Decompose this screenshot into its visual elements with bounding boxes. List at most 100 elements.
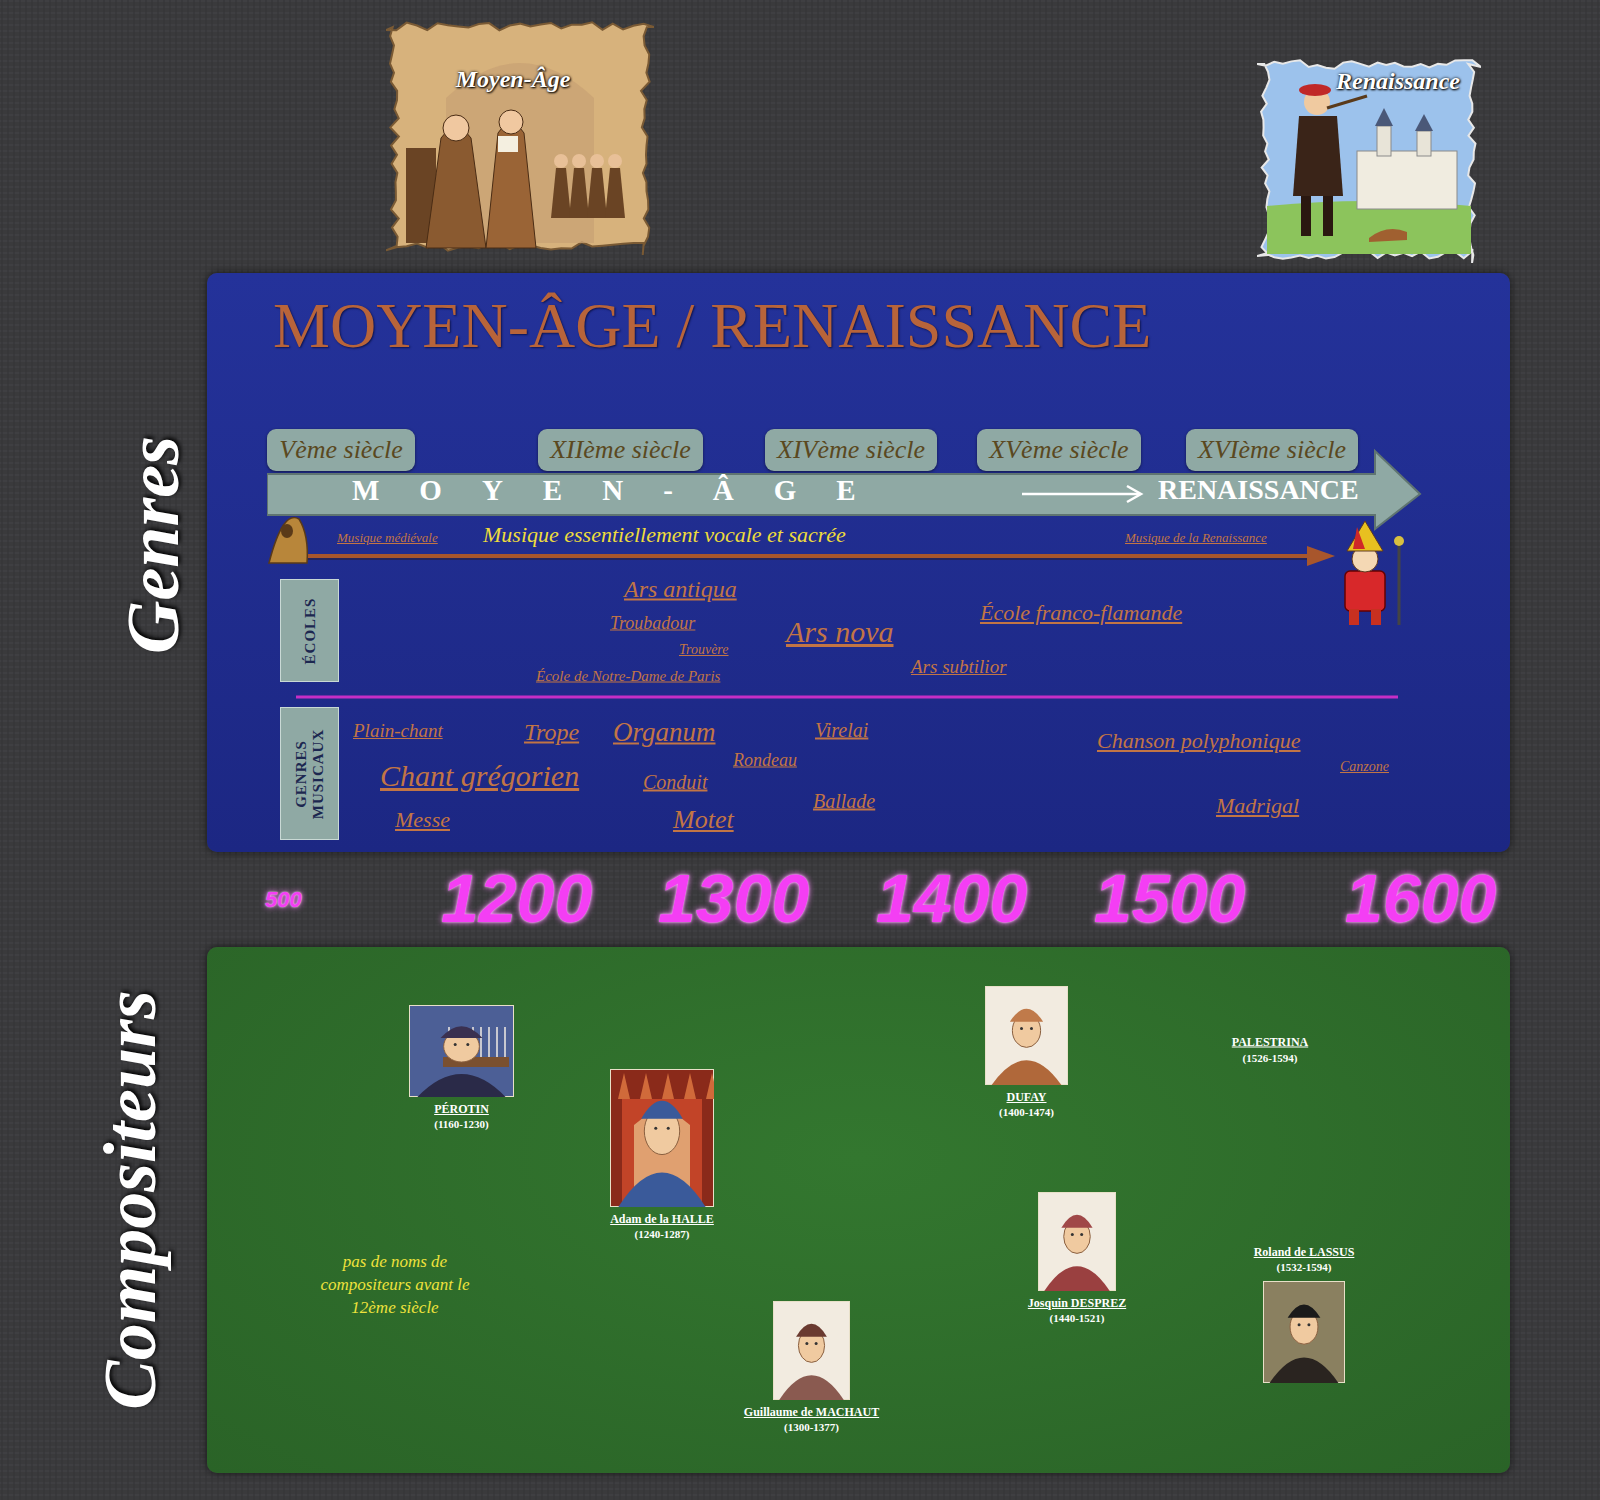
drawing-part [796,1324,827,1337]
drawing-part [1061,1215,1092,1228]
genre-name: Chant grégorien [380,759,579,793]
composer-portrait: PÉROTIN(1160-1230) [409,1005,514,1097]
drawing-part [569,168,589,218]
illustration-card: Moyen-Âge [386,18,654,255]
drawing-part [302,556,1312,560]
drawing-part [454,1043,457,1046]
drawing-part [662,1073,674,1099]
drawing-part [654,1127,657,1130]
school-name: Troubadour [610,613,695,634]
drawing-part [1270,1358,1339,1384]
drawing-part [267,451,1420,529]
composer-label: PALESTRINA [1232,1035,1308,1050]
genre-name: Ballade [813,790,875,813]
drawing-part [1298,1323,1301,1326]
drawing-part [480,1027,482,1057]
genre-name: Canzone [1340,759,1389,775]
drawing-part [1415,114,1433,131]
drawing-part [1263,1281,1345,1383]
drawing-part [1010,1009,1043,1022]
genre-name: Madrigal [1216,793,1299,819]
drawing-part [1377,126,1391,156]
period-title: Moyen-Âge [456,66,571,93]
century-label: Vème siècle [279,429,402,471]
year-marker: 500 [265,887,302,913]
portrait [773,1301,850,1400]
drawing-part [1257,60,1481,263]
composer-dates: (1300-1377) [784,1421,839,1433]
composer-dates: (1440-1521) [1050,1312,1105,1324]
drawing-part [386,22,654,255]
drawing-part [1398,543,1401,625]
school-name: Trouvère [679,642,729,658]
genre-name: Messe [395,807,450,833]
drawing-part [773,1301,850,1400]
drawing-part [1020,1027,1023,1030]
drawing-part [1394,536,1404,546]
drawing-part [640,1073,652,1099]
drawing-part [269,517,307,563]
era-label: MOYEN-ÂGE [352,474,896,507]
drawing-part [1022,493,1139,496]
illustration-card: Renaissance [1257,56,1481,263]
composer-dates: (1160-1230) [434,1118,488,1130]
drawing-part [667,1127,670,1130]
section-heading: Genres [111,436,196,654]
drawing-part [1288,1304,1321,1317]
portrait [985,986,1068,1085]
drawing-part [608,154,622,168]
portrait [610,1069,714,1207]
drawing-part [498,136,518,152]
drawing-part [466,1043,469,1046]
drawing-part [610,1069,714,1207]
year-marker: 1200 [441,859,592,937]
composer-name: Roland de LASSUS [1254,1245,1355,1260]
genre-name: Rondeau [733,750,797,771]
row-header: GENRES MUSICAUX [280,707,339,840]
drawing-part [815,1342,818,1345]
century-box: XVIème siècle [1186,429,1358,471]
composer-name: DUFAY [1006,1090,1046,1105]
drawing-part [1345,571,1385,611]
drawing-part [1375,108,1393,126]
drawing-part [805,1342,808,1345]
school-name: École franco-flamande [980,600,1182,626]
drawing-part [1038,1192,1116,1291]
year-marker: 1300 [658,859,809,937]
note-text: pas de noms de compositeurs avant le 12è… [310,1250,480,1319]
composer-portrait: DUFAY(1400-1474) [985,986,1068,1085]
drawing-part [1044,1266,1110,1291]
row-header-text: GENRES MUSICAUX [293,714,327,834]
school-name: Ars subtilior [911,656,1007,678]
drawing-part [409,1005,514,1097]
row-header-text: ÉCOLES [301,586,318,676]
diagram-title: MOYEN-ÂGE / RENAISSANCE [273,289,1151,363]
drawing-part [587,168,607,218]
drawing-part [1301,196,1311,236]
drawing-part [1371,609,1381,625]
year-marker: 1400 [876,859,1027,937]
section-heading: Compositeurs [88,990,173,1409]
row-header: ÉCOLES [280,579,339,682]
composer-name: Josquin DESPREZ [1028,1296,1126,1311]
period-title: Renaissance [1336,68,1460,95]
century-label: XIIème siècle [550,429,691,471]
composer-dates: (1240-1287) [635,1228,690,1240]
genre-name: Motet [673,805,734,835]
era-note: Musique essentiellement vocale et sacrée [483,522,846,548]
composer-portrait: Roland de LASSUS(1532-1594) [1263,1281,1345,1383]
composer-portrait: Guillaume de MACHAUT(1300-1377) [773,1301,850,1400]
genre-name: Chanson polyphonique [1097,728,1301,754]
drawing-part [1307,1323,1310,1326]
year-marker: 1500 [1094,859,1245,937]
drawing-part [417,1074,505,1097]
genre-name: Conduit [643,771,707,794]
portrait [1263,1281,1345,1383]
genre-name: Plain-chant [353,720,443,742]
year-marker: 1600 [1345,859,1496,937]
drawing-part [618,1073,630,1099]
drawing-part [1357,151,1457,209]
era-label: RENAISSANCE [1158,474,1359,506]
